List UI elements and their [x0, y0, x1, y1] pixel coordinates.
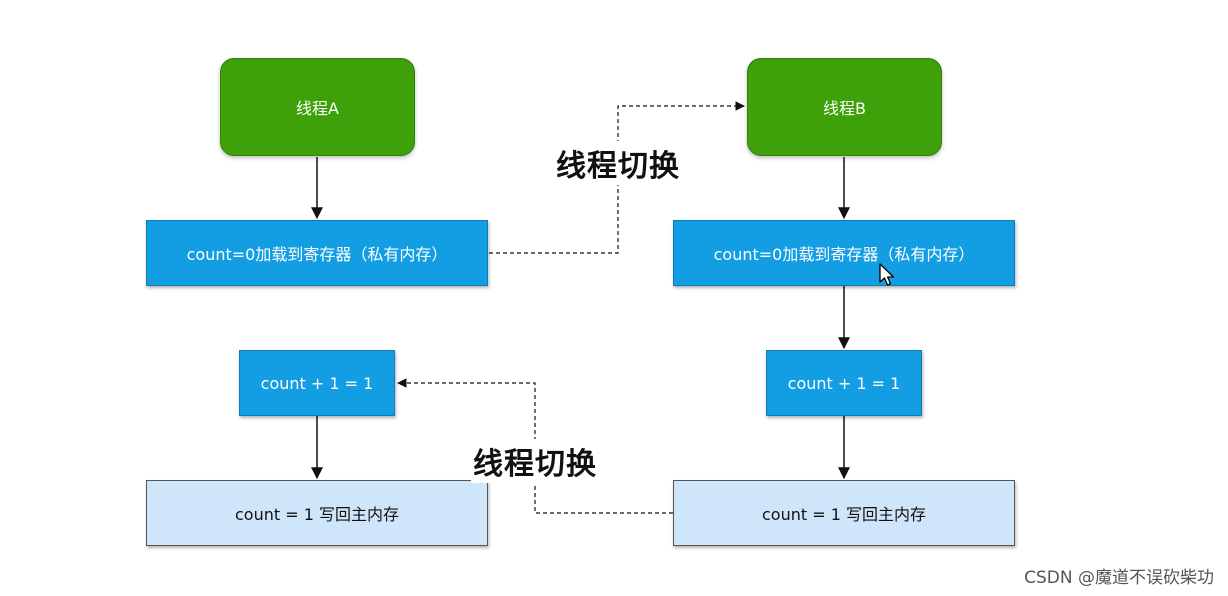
inc-a-label: count + 1 = 1: [260, 373, 374, 393]
inc-b-label: count + 1 = 1: [787, 373, 901, 393]
inc-b-node: count + 1 = 1: [766, 350, 922, 416]
inc-a-node: count + 1 = 1: [239, 350, 395, 416]
switch-label-top: 线程切换: [554, 141, 682, 185]
write-b-label: count = 1 写回主内存: [762, 505, 926, 524]
thread-b-label: 线程B: [823, 99, 866, 118]
watermark: CSDN @魔道不误砍柴功: [1024, 568, 1214, 588]
thread-a-node: 线程A: [220, 58, 415, 156]
write-a-node: count = 1 写回主内存: [146, 480, 488, 546]
thread-a-label: 线程A: [296, 99, 339, 118]
write-a-label: count = 1 写回主内存: [235, 505, 399, 524]
edge-switch-load-a-to-thread-b: [489, 101, 745, 254]
write-b-node: count = 1 写回主内存: [673, 480, 1015, 546]
load-b-label: count=0加载到寄存器（私有内存）: [713, 245, 975, 264]
load-a-node: count=0加载到寄存器（私有内存）: [146, 220, 488, 286]
mouse-pointer-icon: [879, 263, 895, 286]
load-a-label: count=0加载到寄存器（私有内存）: [186, 245, 448, 264]
load-b-node: count=0加载到寄存器（私有内存）: [673, 220, 1015, 286]
thread-b-node: 线程B: [747, 58, 942, 156]
switch-label-bottom: 线程切换: [471, 439, 599, 483]
